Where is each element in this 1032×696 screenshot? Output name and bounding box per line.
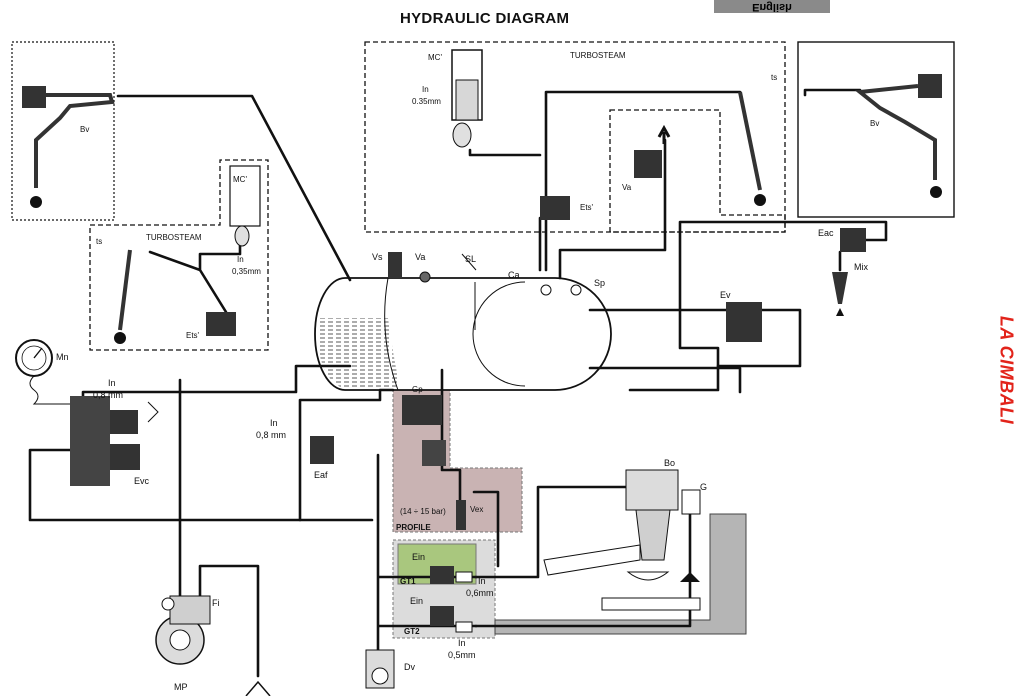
eac-valve [840, 228, 866, 252]
left-turbosteam-box [89, 159, 269, 351]
label-turbosteam-right: TURBOSTEAM [570, 51, 626, 60]
label-sl: SL [465, 254, 476, 264]
water-inlet-arrow [245, 680, 271, 696]
manometer [15, 339, 70, 405]
label-va-valve: Va [622, 183, 632, 192]
turbosteam-left-unit [114, 165, 261, 344]
boiler-tank [314, 277, 612, 391]
label-sp: Sp [594, 278, 605, 288]
steam-wand-left [22, 86, 115, 208]
diagram-title: HYDRAULIC DIAGRAM [400, 10, 570, 27]
right-wand-box [797, 41, 955, 218]
gt1-restrictor [455, 571, 473, 583]
pipe-wand-right-box [803, 88, 862, 97]
turbosteam-right-unit [451, 49, 766, 220]
label-bv-left: Bv [80, 125, 89, 134]
language-tab[interactable]: English [714, 0, 830, 13]
pipe-boiler-bottom [81, 364, 352, 412]
pipe-left-wand [116, 94, 352, 282]
pipe-right-wand [468, 90, 742, 280]
gt1-block [430, 566, 454, 584]
pipe-ev [588, 308, 802, 368]
label-in-eaf-size: 0,8 mm [256, 430, 286, 440]
label-ts-left: ts [96, 237, 102, 246]
gt2-block [430, 606, 454, 626]
label-bv-right: Bv [870, 119, 879, 128]
vs-valve [388, 252, 402, 278]
label-ev: Ev [720, 290, 731, 300]
label-ein1: Ein [412, 552, 425, 562]
label-turbosteam-left: TURBOSTEAM [146, 233, 202, 242]
mix-nozzle [832, 272, 848, 304]
label-gt1: GT1 [400, 577, 416, 586]
mix-drip [836, 308, 844, 316]
label-eac: Eac [818, 228, 834, 238]
label-in-mn-size: 0,8 mm [93, 390, 123, 400]
label-in-gt2: In [458, 638, 466, 648]
label-ein2: Ein [410, 596, 423, 606]
gt2-restrictor [455, 621, 473, 633]
label-in-left-size: 0,35mm [232, 267, 261, 276]
label-mn: Mn [56, 352, 69, 362]
drip-tray [494, 513, 747, 635]
eaf-valve [310, 436, 334, 464]
label-in-gt1-size: 0,6mm [466, 588, 494, 598]
label-in-mn: In [108, 378, 116, 388]
label-in-right-size: 0.35mm [412, 97, 441, 106]
label-in-gt1: In [478, 576, 486, 586]
vex-valve [456, 500, 466, 530]
label-in-right: In [422, 85, 429, 94]
label-mc-left: MC' [233, 175, 247, 184]
label-eaf: Eaf [314, 470, 328, 480]
ev-valve [726, 302, 762, 342]
label-mix: Mix [854, 262, 868, 272]
gp-unit [402, 395, 446, 466]
label-mp: MP [174, 682, 188, 692]
va-tank-fitting [419, 271, 431, 283]
label-gt2: GT2 [404, 627, 420, 636]
label-bo: Bo [664, 458, 675, 468]
left-wand-box [11, 41, 115, 221]
va-valve [634, 150, 662, 178]
steam-wand-right [854, 74, 942, 198]
evc-valve [70, 396, 159, 486]
label-ets-right: Ets' [580, 203, 594, 212]
label-vs: Vs [372, 252, 383, 262]
pipe-evc-left [28, 448, 374, 522]
g-drain-cup [680, 572, 700, 582]
dv-meter [365, 649, 395, 689]
label-ts-right: ts [771, 73, 777, 82]
label-g: G [700, 482, 707, 492]
label-profile: PROFILE [396, 523, 431, 532]
va-exhaust-arrow [657, 124, 671, 144]
label-vex: Vex [470, 505, 483, 514]
brew-group [543, 469, 701, 611]
label-in-left: In [237, 255, 244, 264]
sl-probe [461, 253, 477, 271]
label-in-eaf: In [270, 418, 278, 428]
pipe-eaf [298, 388, 395, 522]
label-gp: Gp [412, 385, 423, 394]
ca-fitting [540, 284, 552, 296]
pipe-mix-loop [628, 220, 888, 392]
steam-inner-box [609, 109, 786, 233]
label-ca: Ca [508, 270, 520, 280]
pipe-mp [178, 378, 260, 678]
label-ets-left: Ets' [186, 331, 200, 340]
pump-mp [155, 595, 211, 665]
label-in-gt2-size: 0,5mm [448, 650, 476, 660]
label-mc-right: MC' [428, 53, 442, 62]
sp-fitting [570, 284, 582, 296]
pipe-return [588, 366, 742, 394]
label-evc: Evc [134, 476, 150, 486]
label-pressure: (14 ÷ 15 bar) [400, 507, 446, 516]
label-dv: Dv [404, 662, 415, 672]
right-turbosteam-box [364, 41, 786, 233]
pipe-group [474, 485, 692, 628]
label-fi: Fi [212, 598, 220, 608]
label-va-tank: Va [415, 252, 425, 262]
